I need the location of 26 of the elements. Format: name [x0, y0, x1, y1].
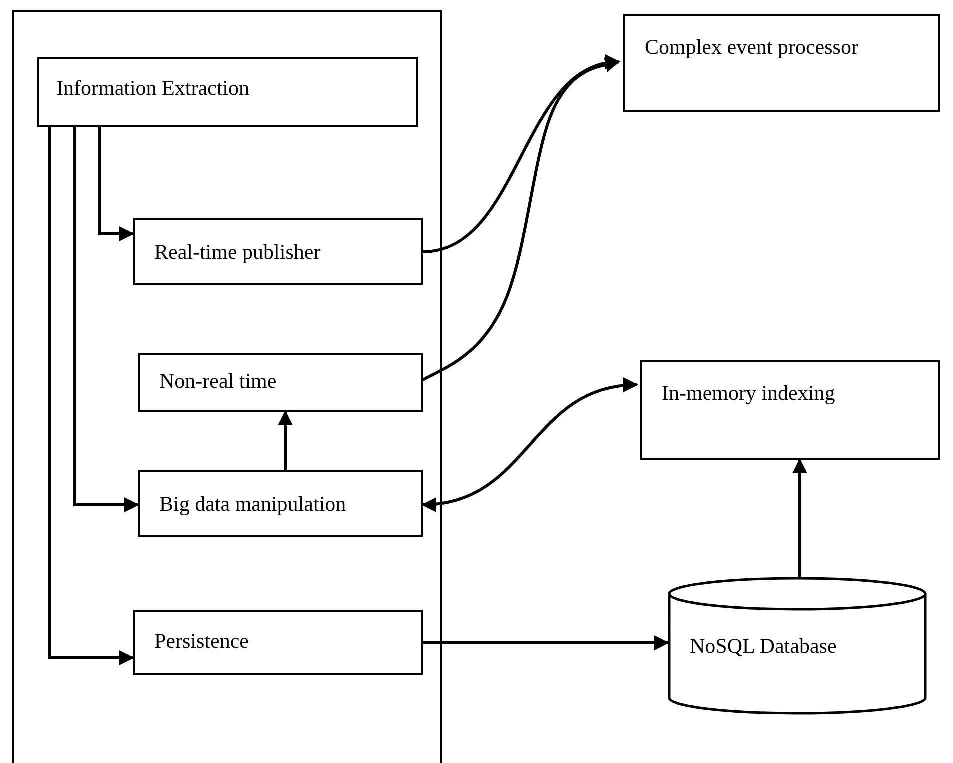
arrow: [98, 127, 134, 242]
arrow: [74, 127, 140, 512]
arrow: [278, 410, 293, 470]
node-label: Persistence: [154, 630, 249, 653]
database-cylinder: [668, 577, 927, 715]
arrow: [423, 636, 670, 650]
process-box: [623, 14, 940, 112]
arrow: [792, 458, 808, 577]
process-box: [132, 610, 422, 674]
arrow: [422, 378, 638, 512]
process-box: [36, 56, 418, 126]
node-label: Complex event processor: [645, 36, 858, 60]
process-box: [138, 470, 422, 536]
process-box: [138, 352, 422, 412]
process-box: [640, 360, 940, 460]
node-label: Real-time publisher: [154, 240, 321, 264]
container-box: [12, 10, 442, 763]
node-label: NoSQL Database: [690, 635, 837, 658]
arrow: [48, 127, 134, 666]
node-label: In-memory indexing: [662, 382, 836, 406]
node-label: Big data manipulation: [160, 492, 346, 516]
arrow: [422, 58, 620, 382]
arrow: [422, 56, 620, 254]
process-box: [132, 218, 422, 284]
node-label: Information Extraction: [56, 76, 250, 100]
node-label: Non-real time: [160, 370, 277, 393]
